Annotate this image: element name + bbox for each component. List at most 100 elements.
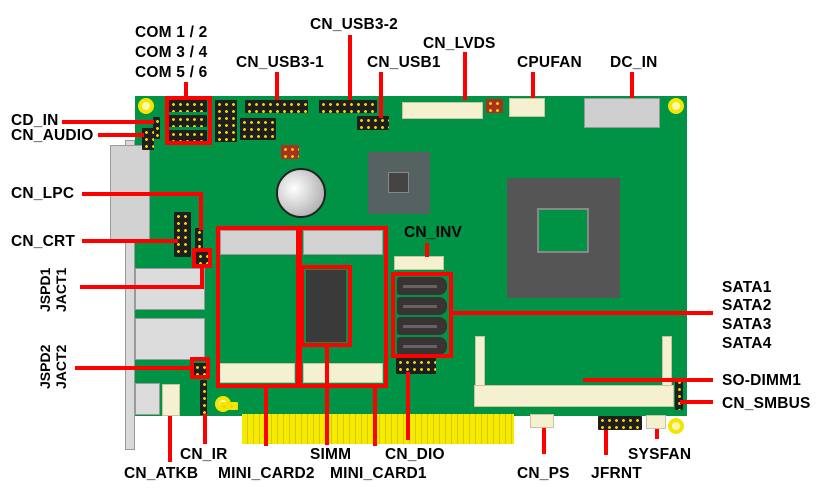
label-cn-ps: CN_PS — [517, 465, 570, 482]
cn-smbus-leader — [680, 400, 713, 404]
ir-header — [200, 380, 207, 415]
audio-header — [142, 128, 154, 150]
lvds-jumper — [486, 99, 503, 113]
chipset-die — [388, 172, 409, 193]
jspd1-leader-v — [200, 266, 204, 289]
label-com12: COM 1 / 2 — [135, 24, 208, 41]
jspd1-jact1-header — [196, 252, 209, 265]
com-header-3 — [169, 130, 207, 142]
label-cn-lvds: CN_LVDS — [423, 35, 496, 52]
sata2-connector — [397, 297, 447, 315]
usb1-header — [357, 116, 389, 130]
label-mini-card2: MINI_CARD2 — [218, 465, 315, 482]
usb3-1-header — [245, 100, 308, 113]
mini-card2-leader — [264, 386, 268, 446]
jumper-block-1 — [215, 100, 237, 142]
cmos-battery — [276, 168, 326, 218]
mini-card1-latch — [303, 230, 383, 255]
label-sata1: SATA1 — [722, 279, 772, 296]
cpufan-connector — [509, 98, 545, 117]
cd-in-leader — [62, 120, 154, 124]
atkb-connector — [162, 384, 180, 416]
label-cpufan: CPUFAN — [517, 54, 582, 71]
mini-card1-slot — [303, 363, 383, 383]
cn-ir-leader — [203, 414, 207, 444]
label-com56: COM 5 / 6 — [135, 64, 208, 81]
cn-dio-leader — [406, 372, 410, 440]
label-sata2: SATA2 — [722, 297, 772, 314]
sata-leader — [451, 311, 713, 315]
label-sata3: SATA3 — [722, 316, 772, 333]
jspd2-jact2-header — [193, 363, 206, 376]
label-cn-ir: CN_IR — [180, 446, 228, 463]
jspd2-highlight-box — [190, 357, 210, 379]
cn-usb3-2-leader — [348, 35, 352, 100]
simm-highlight-box — [300, 265, 352, 347]
mini-card1-leader — [373, 386, 377, 446]
label-cn-inv: CN_INV — [404, 224, 463, 241]
jfrnt-header — [598, 416, 642, 430]
label-cn-usb3-1: CN_USB3-1 — [236, 54, 324, 71]
mount-hole-tl — [138, 98, 154, 114]
lvds-connector — [402, 102, 483, 119]
sata1-connector — [397, 277, 447, 295]
cpu-socket-center — [537, 208, 589, 253]
sim-socket — [306, 270, 346, 342]
label-cd-in: CD_IN — [11, 112, 59, 129]
jspd1-highlight-box — [192, 248, 212, 268]
label-cn-usb1: CN_USB1 — [367, 54, 441, 71]
label-cn-smbus: CN_SMBUS — [722, 395, 811, 412]
smbus-header — [675, 378, 683, 410]
cn-crt-leader — [82, 239, 178, 243]
jspd2-leader — [75, 366, 192, 370]
usb3-2-header — [319, 100, 377, 113]
sata-highlight-box — [391, 272, 453, 358]
mini-card2-latch — [220, 230, 300, 255]
dc-in-connector — [584, 98, 660, 128]
mount-hole-br — [668, 418, 684, 434]
com-leader — [184, 82, 188, 98]
cd-in-header — [153, 117, 160, 139]
label-jspd1: JSPD1 — [37, 267, 53, 312]
battery-jumper — [281, 145, 299, 159]
label-jfrnt: JFRNT — [591, 465, 642, 482]
label-mini-card1: MINI_CARD1 — [330, 465, 427, 482]
label-cn-usb3-2: CN_USB3-2 — [310, 16, 398, 33]
mount-hole-tr — [668, 98, 684, 114]
inv-connector — [394, 256, 444, 270]
usb-port — [135, 383, 160, 415]
ps-connector — [530, 414, 554, 428]
label-cn-lpc: CN_LPC — [11, 185, 75, 202]
lan-port-1 — [135, 268, 205, 310]
label-dc-in: DC_IN — [610, 54, 658, 71]
simm-leader — [325, 345, 329, 445]
jspd1-leader-h — [80, 285, 204, 289]
cn-inv-leader — [425, 243, 429, 257]
so-dimm-slot — [474, 385, 674, 407]
jumper-block-2 — [240, 118, 276, 140]
cn-lpc-leader-h — [82, 192, 202, 196]
label-sata4: SATA4 — [722, 335, 772, 352]
cn-lpc-leader-v — [199, 192, 203, 230]
com-highlight-box — [165, 96, 212, 145]
com-header-1 — [169, 100, 207, 112]
cn-ps-leader — [542, 428, 546, 454]
label-jact1: JACT1 — [53, 267, 69, 312]
label-cn-crt: CN_CRT — [11, 233, 76, 250]
label-sysfan: SYSFAN — [628, 446, 692, 463]
cn-atkb-leader — [168, 416, 172, 462]
so-dimm-latch-left — [475, 336, 485, 386]
com-header-2 — [169, 115, 207, 127]
so-dimm-latch-right — [662, 336, 672, 386]
cn-lvds-leader — [463, 52, 467, 100]
rear-io-bracket — [125, 140, 135, 450]
pcie-edge-connector — [242, 414, 514, 444]
label-jact2: JACT2 — [53, 344, 69, 389]
dc-in-leader — [630, 72, 634, 98]
label-com34: COM 3 / 4 — [135, 44, 208, 61]
label-cn-dio: CN_DIO — [385, 446, 445, 463]
label-cn-atkb: CN_ATKB — [124, 465, 199, 482]
cn-usb3-1-leader — [275, 72, 279, 100]
sysfan-connector — [646, 415, 666, 429]
label-cn-audio: CN_AUDIO — [11, 127, 94, 144]
